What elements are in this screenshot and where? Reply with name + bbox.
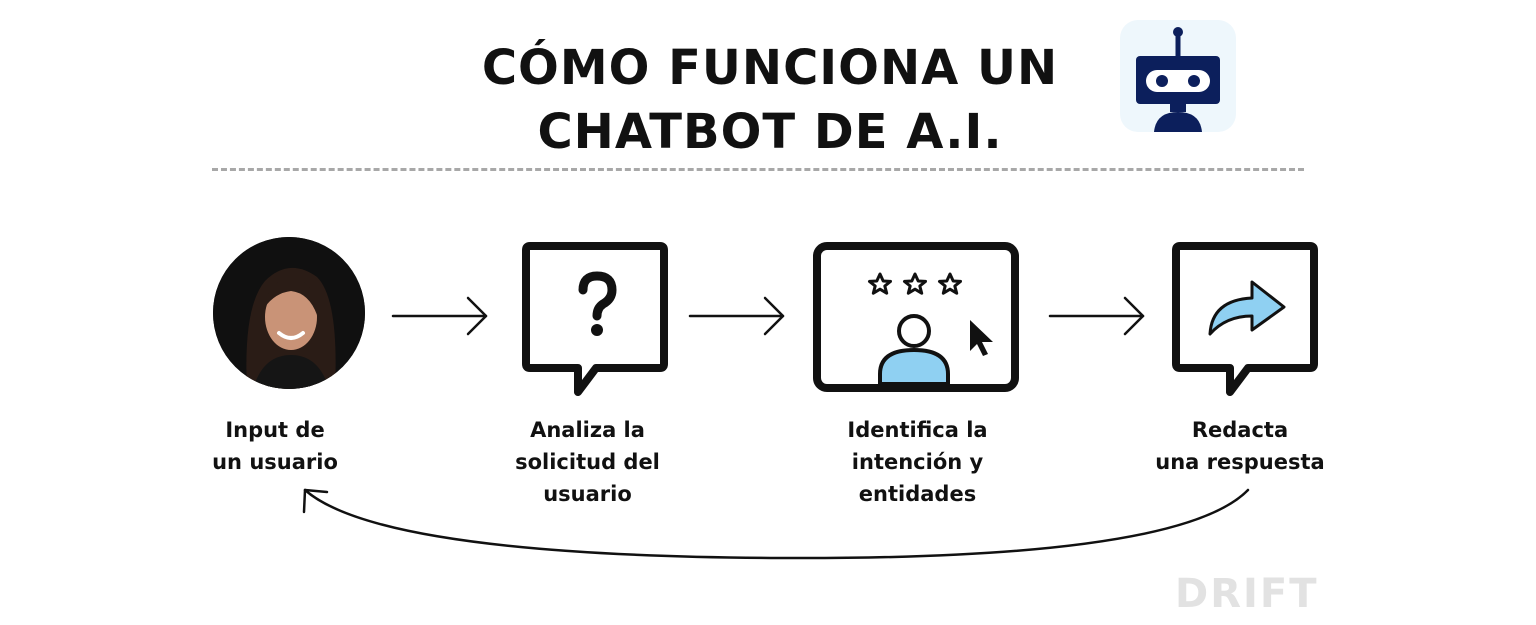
cursor-icon (970, 320, 993, 356)
robot-tile (1120, 20, 1236, 132)
drift-logo: DRIFT (1175, 571, 1319, 617)
question-speech-bubble-icon (522, 242, 668, 396)
flow-arrow-1 (391, 296, 488, 336)
star-icon (868, 272, 962, 295)
reply-arrow-speech-bubble-icon (1172, 242, 1318, 396)
dashed-divider (212, 168, 1304, 171)
step-label-analyze: Analiza la solicitud del usuario (515, 418, 660, 506)
title-line-2: CHATBOT DE A.I. (537, 104, 1003, 160)
step-label-respond: Redacta una respuesta (1155, 418, 1325, 474)
step-label-input: Input de un usuario (212, 418, 338, 474)
return-flow-arrow (302, 488, 1250, 560)
user-rating-screen-icon (813, 242, 1019, 392)
user-photo-avatar (213, 237, 365, 389)
title-line-1: CÓMO FUNCIONA UN (481, 40, 1059, 96)
robot-icon (1136, 27, 1220, 132)
flow-arrow-3 (1048, 296, 1145, 336)
flow-arrow-2 (688, 296, 785, 336)
page-title: CÓMO FUNCIONA UN CHATBOT DE A.I. (420, 36, 1120, 164)
step-label-identify: Identifica la intención y entidades (847, 418, 988, 506)
person-icon (878, 314, 950, 386)
